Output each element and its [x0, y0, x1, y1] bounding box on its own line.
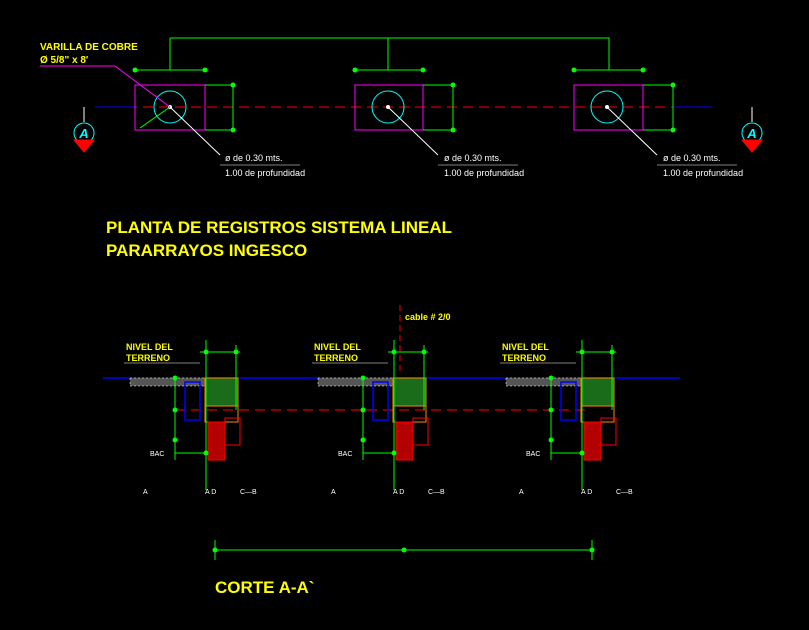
spec-leader [169, 106, 221, 156]
dimension-dot [230, 127, 236, 133]
section-marker-right: A [740, 107, 764, 153]
plan-subtitle: PARARRAYOS INGESCO [106, 241, 307, 260]
dimension-dot [132, 67, 138, 73]
dimension-dot [640, 67, 646, 73]
cable-label: cable # 2/0 [405, 312, 451, 322]
section-view: cable # 2/0 NIVEL DEL TERRENO [103, 305, 680, 597]
rod-label: VARILLA DE COBRE [40, 42, 138, 53]
rod-leader [114, 65, 171, 108]
section-unit: NIVEL DEL TERRENO BAC A A D C—B [124, 340, 257, 496]
register-spec-diameter: ø de 0.30 mts. [444, 153, 502, 163]
bac-label: BAC [150, 451, 164, 458]
dimension-label-ad: A D [393, 489, 404, 496]
section-marker-left: A [72, 107, 96, 153]
section-title: CORTE A-A` [215, 578, 314, 597]
dimension-label-ad: A D [581, 489, 592, 496]
section-unit: NIVEL DEL TERRENO BAC A A D C—B [312, 340, 445, 496]
register-spec-diameter: ø de 0.30 mts. [225, 153, 283, 163]
dimension-dot [202, 67, 208, 73]
register-spec-depth: 1.00 de profundidad [444, 168, 524, 178]
plan-dimension-line [170, 37, 610, 70]
dimension-dot [420, 67, 426, 73]
register-spec-depth: 1.00 de profundidad [225, 168, 305, 178]
section-marker-label: A [746, 126, 756, 141]
dimension-dot [450, 127, 456, 133]
bac-label: BAC [338, 451, 352, 458]
ground-level-label: TERRENO [314, 353, 358, 363]
dimension-dot [230, 82, 236, 88]
plan-view: ø de 0.30 mts. 1.00 de profundidad ø de … [40, 37, 764, 178]
dimension-dot [670, 82, 676, 88]
dimension-label-ad: A D [205, 489, 216, 496]
register-circle [371, 90, 405, 124]
ground-level-label: TERRENO [502, 353, 546, 363]
dimension-label-a: A [331, 489, 336, 496]
dimension-dot [212, 547, 218, 553]
spec-leader [606, 106, 658, 156]
register-spec-diameter: ø de 0.30 mts. [663, 153, 721, 163]
dimension-label-cb: C—B [240, 489, 257, 496]
ground-level-label: NIVEL DEL [502, 342, 549, 352]
dimension-dot [670, 127, 676, 133]
register-circle [590, 90, 624, 124]
ground-level-label: NIVEL DEL [314, 342, 361, 352]
section-marker-label: A [78, 126, 88, 141]
register-circle [153, 90, 187, 124]
dimension-label-cb: C—B [616, 489, 633, 496]
dimension-label-cb: C—B [428, 489, 445, 496]
dimension-dot [450, 82, 456, 88]
register-box [354, 84, 424, 131]
dimension-label-a: A [143, 489, 148, 496]
dimension-dot [589, 547, 595, 553]
rod-label-size: Ø 5/8" x 8' [40, 55, 88, 66]
ground-level-label: NIVEL DEL [126, 342, 173, 352]
ground-level-label: TERRENO [126, 353, 170, 363]
dimension-label-a: A [519, 489, 524, 496]
register-box [573, 84, 644, 131]
register-box [134, 84, 206, 131]
dimension-dot [571, 67, 577, 73]
register-spec-depth: 1.00 de profundidad [663, 168, 743, 178]
plan-title: PLANTA DE REGISTROS SISTEMA LINEAL [106, 218, 452, 237]
dimension-dot [352, 67, 358, 73]
spec-leader [387, 106, 439, 156]
bac-label: BAC [526, 451, 540, 458]
dimension-dot [401, 547, 407, 553]
rod-leader [139, 106, 171, 129]
section-unit: NIVEL DEL TERRENO BAC A A D C—B [500, 340, 633, 496]
